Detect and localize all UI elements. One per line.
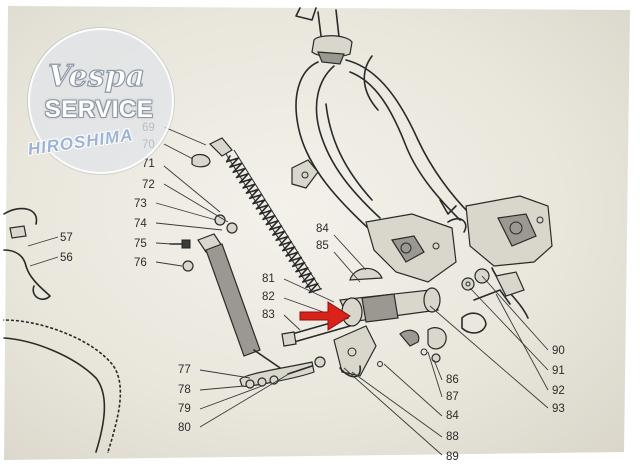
part-number-72: 72 [142, 179, 155, 191]
control-cable [3, 207, 122, 453]
part-number-79: 79 [178, 403, 191, 415]
part-number-labels: 69 70 71 72 73 74 75 76 57 56 84 85 81 8… [60, 122, 565, 463]
part-number-84-top: 84 [316, 223, 329, 235]
part-number-85: 85 [316, 240, 329, 252]
part-number-78: 78 [178, 384, 191, 396]
part-number-86: 86 [446, 374, 459, 386]
red-arrow-icon [299, 301, 351, 331]
part-number-75: 75 [134, 238, 147, 250]
part-number-80: 80 [178, 422, 191, 434]
part-number-71: 71 [142, 158, 155, 170]
part-number-76: 76 [134, 257, 147, 269]
part-number-90: 90 [552, 345, 565, 357]
logo-service-text: SERVICE [44, 96, 154, 123]
hub-assembly [281, 267, 447, 378]
part-number-74: 74 [134, 218, 147, 230]
front-fork [291, 7, 553, 334]
spring-strut [169, 137, 326, 389]
part-number-56: 56 [60, 252, 73, 264]
part-number-91: 91 [552, 365, 565, 377]
part-number-73: 73 [134, 198, 147, 210]
vespa-script-logo: Vespa [47, 58, 145, 94]
part-number-77: 77 [178, 364, 191, 376]
part-number-81: 81 [262, 273, 275, 285]
part-number-84-bottom: 84 [446, 410, 459, 422]
part-number-82: 82 [262, 291, 275, 303]
part-number-83: 83 [262, 309, 275, 321]
vespa-logo-icon [28, 28, 174, 174]
svg-text:Vespa: Vespa [48, 59, 145, 94]
leader-lines [27, 126, 549, 456]
part-number-93: 93 [552, 403, 565, 415]
part-number-87: 87 [446, 391, 459, 403]
part-number-88: 88 [446, 431, 459, 443]
part-number-92: 92 [552, 385, 565, 397]
part-number-89: 89 [446, 451, 459, 463]
part-number-57: 57 [60, 232, 73, 244]
